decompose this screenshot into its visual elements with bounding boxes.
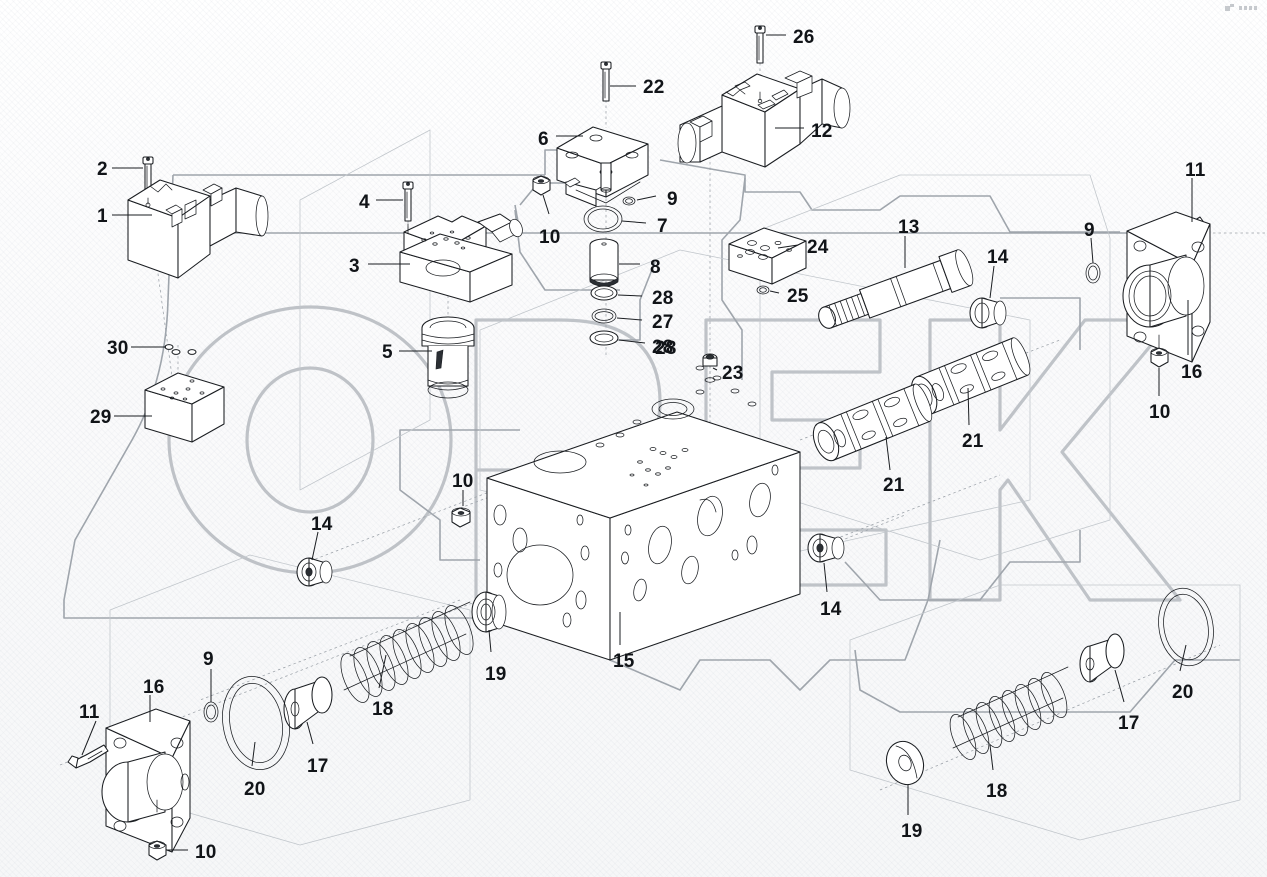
- part-18-spring-left: [340, 601, 474, 703]
- part-28-backup-ring-top: [589, 330, 619, 346]
- leader-lines: [81, 34, 1193, 851]
- callout-number-3: 3: [349, 256, 360, 277]
- callout-number-1: 1: [97, 206, 108, 227]
- part-8-plunger: [589, 238, 619, 287]
- callout-number-9: 9: [203, 649, 214, 670]
- callout-number-15: 15: [613, 651, 635, 672]
- part-3-manifold-block: [399, 213, 523, 303]
- callout-number-17: 17: [307, 756, 329, 777]
- callout-number-16: 16: [143, 677, 165, 698]
- part-21-spool-lower: [812, 383, 933, 462]
- callout-number-23: 23: [722, 363, 744, 384]
- part-20-oring-left: [222, 675, 290, 771]
- callout-number-28: 28: [652, 288, 674, 309]
- part-22-socket-head-screw: [600, 61, 612, 102]
- part-10-nut-near-cover: [532, 175, 551, 215]
- part-29-cover-plate: [144, 372, 225, 443]
- part-10-nut-right: [1150, 347, 1169, 368]
- callout-number-10: 10: [1149, 402, 1171, 423]
- part-16-end-cap-right: [1122, 211, 1211, 363]
- callout-number-10: 10: [539, 227, 561, 248]
- callout-number-26: 26: [793, 27, 815, 48]
- callout-number-25: 25: [787, 286, 809, 307]
- part-7-oring: [583, 205, 623, 233]
- part-9-oring-left: [203, 701, 219, 723]
- callout-number-9: 9: [1084, 220, 1095, 241]
- callout-number-14: 14: [311, 514, 333, 535]
- callout-number-11: 11: [1185, 160, 1206, 181]
- part-20-oring-right: [1158, 587, 1214, 667]
- part-5-cartridge-valve: [421, 316, 475, 399]
- callout-number-4: 4: [359, 192, 370, 213]
- part-17-spring-retainer-left: [283, 676, 333, 730]
- callout-number-20: 20: [1172, 682, 1194, 703]
- callout-number-9: 9: [667, 189, 678, 210]
- callout-number-17: 17: [1118, 713, 1140, 734]
- part-14-plug-lower-right: [807, 533, 845, 563]
- callout-number-21: 21: [883, 475, 905, 496]
- part-9-oring-right: [1085, 262, 1101, 284]
- part-14-plug-left: [296, 557, 333, 587]
- callout-number-6: 6: [538, 129, 549, 150]
- part-1-solenoid-valve-assembly: [127, 179, 269, 279]
- part-19-washer-left: [471, 591, 507, 633]
- callout-number-8: 8: [650, 257, 661, 278]
- part-24-gasket-plate: [728, 227, 807, 285]
- callout-number-10: 10: [195, 842, 217, 863]
- callout-number-20: 20: [244, 779, 266, 800]
- part-11-bolt-left: [67, 744, 109, 769]
- part-19-washer-right: [885, 740, 925, 786]
- part-30-dowel-pins: [164, 344, 197, 355]
- part-17-spring-retainer-right: [1079, 633, 1125, 683]
- part-10-nut-bottom-left: [148, 840, 167, 861]
- part-28-backup-ring-upper: [590, 285, 618, 301]
- corner-registration-mark: [1225, 4, 1257, 11]
- part-9-oring-near-cover: [622, 196, 636, 206]
- callout-number-28: 28: [655, 338, 677, 359]
- callout-number-24: 24: [807, 237, 829, 258]
- callout-number-14: 14: [820, 599, 842, 620]
- part-4-socket-head-screw: [402, 181, 414, 222]
- part-27-oring: [591, 308, 617, 324]
- part-14-plug-upper-right: [969, 297, 1007, 329]
- part-13-relief-valve-cartridge: [818, 249, 974, 329]
- part-12-double-solenoid-valve: [677, 70, 851, 168]
- callout-number-2: 2: [97, 159, 108, 180]
- part-15-valve-body: [486, 358, 801, 661]
- part-18-spring-right: [949, 666, 1069, 760]
- callout-number-19: 19: [901, 821, 923, 842]
- callout-number-11: 11: [79, 702, 100, 723]
- callout-number-7: 7: [657, 216, 668, 237]
- part-23-plug-screw: [702, 353, 718, 383]
- callout-number-28: 28: [652, 337, 674, 358]
- part-26-socket-head-screw: [754, 25, 766, 64]
- callout-number-5: 5: [382, 342, 393, 363]
- callout-number-22: 22: [643, 77, 665, 98]
- callout-number-30: 30: [107, 338, 129, 359]
- callout-number-18: 18: [986, 781, 1008, 802]
- callout-number-14: 14: [987, 247, 1009, 268]
- part-10-nut-center-left: [451, 507, 471, 528]
- part-25-oring-small: [756, 285, 770, 295]
- part-2-socket-head-screw: [142, 156, 154, 199]
- callout-number-12: 12: [811, 121, 833, 142]
- callout-number-27: 27: [652, 312, 674, 333]
- callout-number-19: 19: [485, 664, 507, 685]
- callout-number-21: 21: [962, 431, 984, 452]
- callout-number-10: 10: [452, 471, 474, 492]
- part-16-end-cap-left: [101, 708, 191, 853]
- callout-number-13: 13: [898, 217, 920, 238]
- callout-number-29: 29: [90, 407, 112, 428]
- callout-number-18: 18: [372, 699, 394, 720]
- callout-number-16: 16: [1181, 362, 1203, 383]
- part-6-valve-cover: [556, 126, 649, 207]
